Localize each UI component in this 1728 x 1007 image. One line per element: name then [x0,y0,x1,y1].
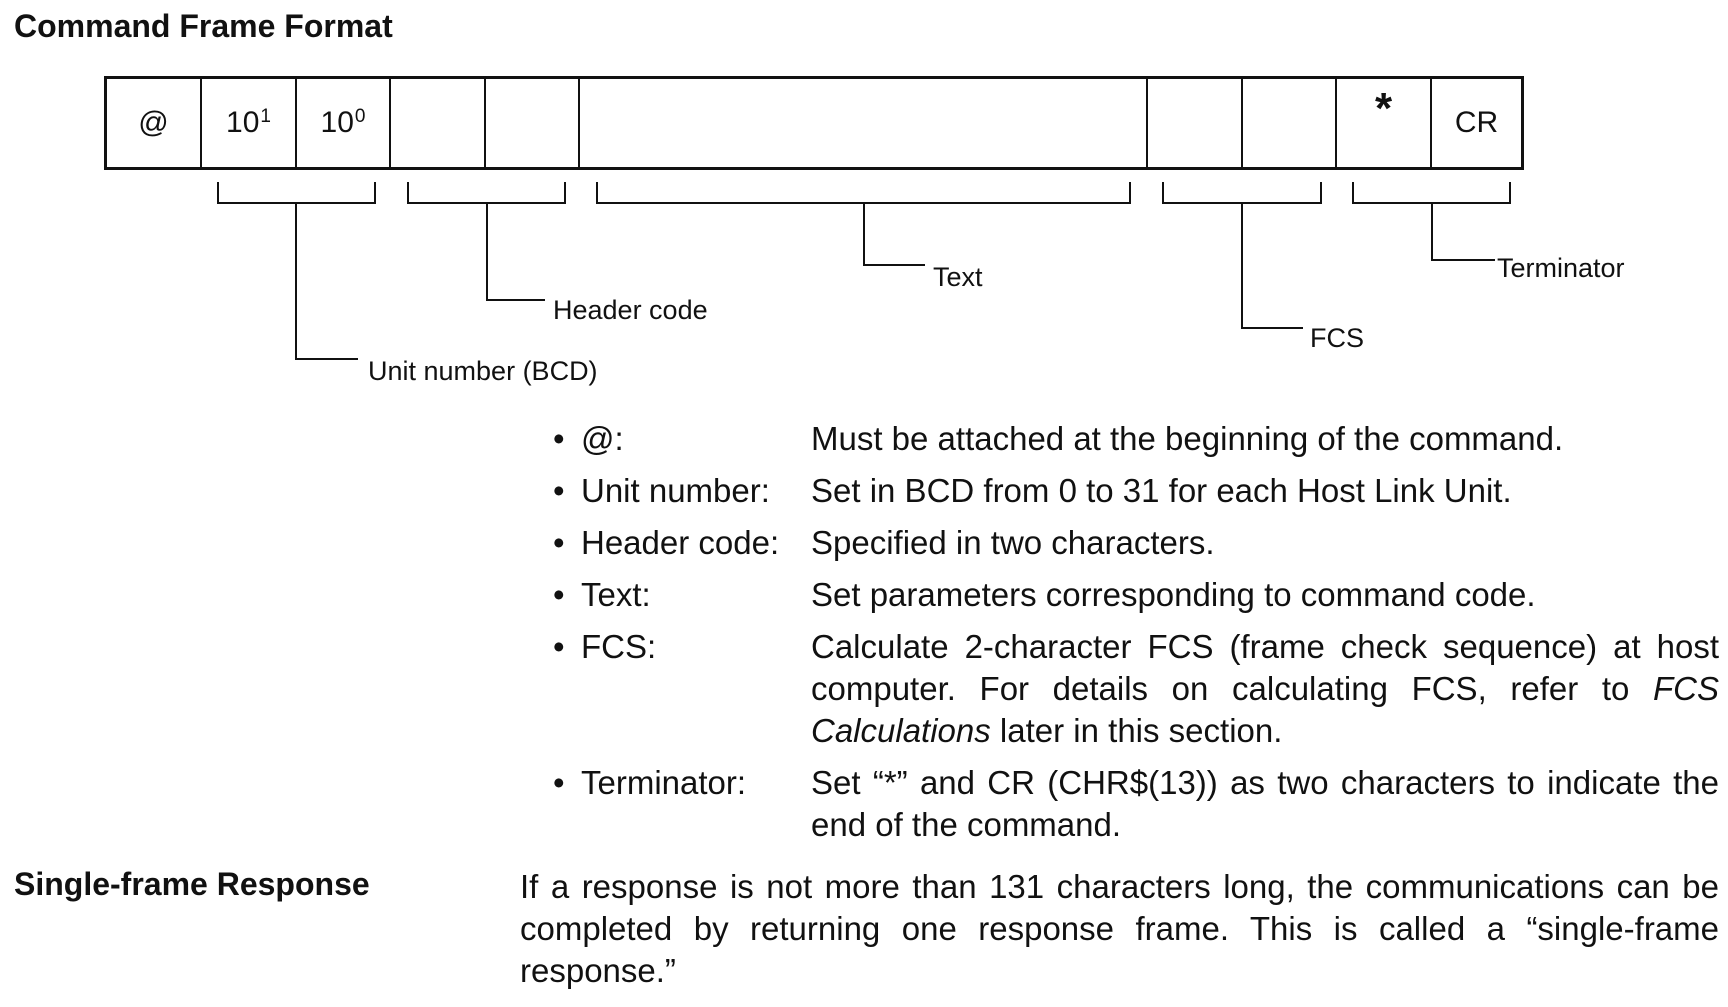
bullet: • [553,524,565,561]
frame-cell-fcs-1 [1148,79,1243,167]
callout-terminator: Terminator [1497,253,1625,283]
frame-cell-header-2 [486,79,580,167]
definition-item: • @: Must be attached at the beginning of… [553,418,1719,460]
definition-item: • Unit number: Set in BCD from 0 to 31 fo… [553,470,1719,512]
frame-cell-at: @ [107,79,202,167]
frame-cell-header-1 [391,79,486,167]
unit-tens-base: 10 [226,106,260,139]
definition-term: • Text: [553,574,651,616]
single-frame-response-heading: Single-frame Response [14,866,370,902]
definition-description: Specified in two characters. [811,524,1215,561]
fcs-bracket [1162,182,1322,204]
terminator-bracket [1352,182,1511,204]
fcs-leader [1241,203,1303,329]
command-frame-format-heading: Command Frame Format [14,8,393,44]
bullet: • [553,764,565,801]
fcs-calculations-reference: FCS Calculations [811,670,1719,749]
term-label: Terminator: [581,764,747,801]
definition-description: Must be attached at the beginning of the… [811,420,1564,457]
unit-ones-base: 10 [320,106,354,139]
term-label: Header code: [581,524,780,561]
fcs-desc-text: Calculate 2-character FCS (frame check s… [811,628,1719,707]
bullet: • [553,628,565,665]
unit-tens-exponent: 1 [260,106,271,127]
term-label: @: [581,420,624,457]
frame-cell-cr: CR [1432,79,1521,167]
unit-number-leader [295,203,358,360]
unit-number-bracket [217,182,376,204]
term-label: Unit number: [581,472,770,509]
definition-term: • Unit number: [553,470,770,512]
cr-symbol: CR [1454,106,1499,139]
bullet: • [553,420,565,457]
text-leader [863,203,925,266]
text-bracket [596,182,1131,204]
bullet: • [553,576,565,613]
frame-cell-fcs-2 [1243,79,1337,167]
definition-description: Calculate 2-character FCS (frame check s… [811,626,1719,752]
definition-item: • Header code: Specified in two character… [553,522,1719,564]
at-symbol: @ [138,106,169,139]
asterisk-symbol: * [1374,84,1393,133]
definition-item: • FCS: Calculate 2-character FCS (frame c… [553,626,1719,752]
definition-term: • Terminator: [553,762,746,804]
definition-item: • Text: Set parameters corresponding to c… [553,574,1719,616]
definition-item: • Terminator: Set “*” and CR (CHR$(13)) a… [553,762,1719,846]
callout-lines [217,182,1511,360]
definition-term: • Header code: [553,522,779,564]
bullet: • [553,472,565,509]
definition-description: Set “*” and CR (CHR$(13)) as two charact… [811,764,1719,843]
header-code-leader [486,203,545,301]
term-label: Text: [581,576,651,613]
definition-list: • @: Must be attached at the beginning of… [553,418,1719,856]
unit-ones-exponent: 0 [354,106,366,127]
callout-unit-number: Unit number (BCD) [368,356,598,386]
callout-header-code: Header code [553,295,708,325]
callout-fcs: FCS [1310,323,1364,353]
header-code-bracket [407,182,566,204]
definition-term: • @: [553,418,624,460]
definition-description: Set parameters corresponding to command … [811,576,1536,613]
terminator-leader [1431,203,1495,261]
callout-text: Text [933,262,983,292]
frame-cell-text [580,79,1148,167]
single-frame-response-paragraph: If a response is not more than 131 chara… [520,868,1719,989]
definition-description: Set in BCD from 0 to 31 for each Host Li… [811,472,1512,509]
definition-term: • FCS: [553,626,656,668]
term-label: FCS: [581,628,657,665]
fcs-desc-tail: later in this section. [990,712,1283,749]
frame-cell-star: * [1337,79,1432,167]
